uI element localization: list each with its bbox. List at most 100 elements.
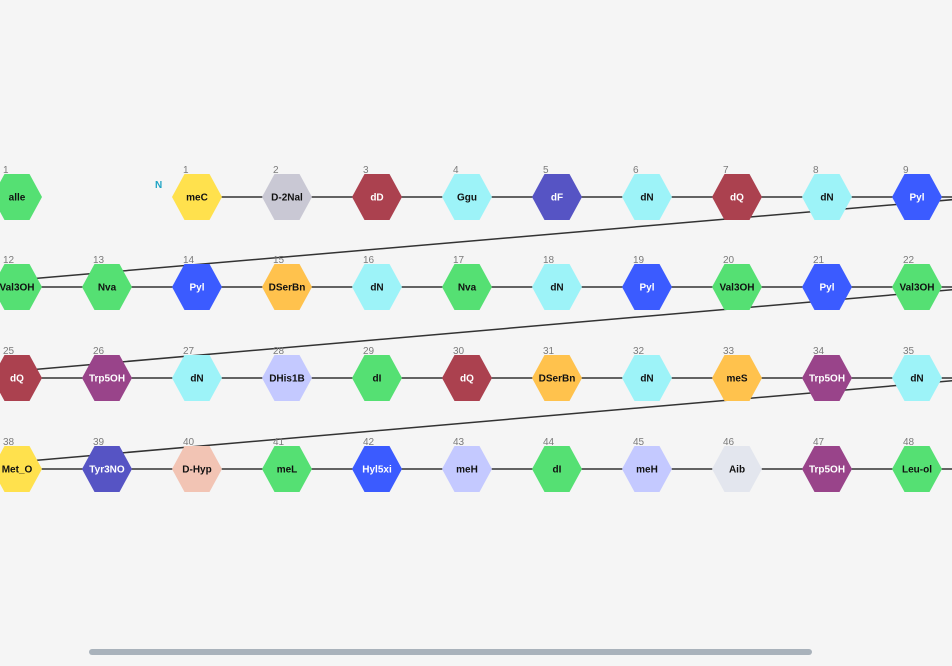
residue-hexagon bbox=[82, 446, 132, 492]
residue-number: 12 bbox=[3, 255, 15, 266]
residue-number: 7 bbox=[723, 165, 729, 176]
residue-hexagon bbox=[802, 355, 852, 401]
residue-node[interactable]: dN 18 bbox=[532, 255, 582, 310]
residue-hexagon bbox=[352, 446, 402, 492]
wrap-bond-line bbox=[16, 288, 952, 372]
residue-label: dQ bbox=[460, 374, 474, 385]
residue-number: 42 bbox=[363, 437, 375, 448]
residue-number: 5 bbox=[543, 165, 549, 176]
residue-hexagon bbox=[802, 446, 852, 492]
wrap-bond-line bbox=[16, 379, 952, 463]
residue-hexagon bbox=[532, 446, 582, 492]
residue-number: 44 bbox=[543, 437, 555, 448]
residue-label: meS bbox=[726, 374, 747, 385]
residue-hexagon bbox=[0, 446, 42, 492]
residue-number: 8 bbox=[813, 165, 819, 176]
residue-label: Trp5OH bbox=[89, 374, 125, 385]
residue-label: meC bbox=[186, 193, 208, 204]
residue-node[interactable]: Met_O38 bbox=[0, 437, 42, 492]
residue-hexagon bbox=[172, 174, 222, 220]
residue-label: dN bbox=[820, 193, 833, 204]
residue-node[interactable]: dN 8 bbox=[802, 165, 852, 220]
residue-number: 14 bbox=[183, 255, 195, 266]
residue-number: 32 bbox=[633, 346, 645, 357]
residue-node[interactable]: dN6 bbox=[622, 165, 672, 220]
residue-hexagon bbox=[262, 264, 312, 310]
residue-node[interactable]: Hyl5xi 42 bbox=[352, 437, 402, 492]
residue-hexagon bbox=[172, 264, 222, 310]
residue-label: Val3OH bbox=[719, 283, 754, 294]
wrap-bond-line bbox=[16, 198, 952, 281]
residue-node[interactable]: dD3 bbox=[352, 165, 402, 220]
residue-number: 39 bbox=[93, 437, 105, 448]
residue-number: 28 bbox=[273, 346, 285, 357]
residue-hexagon bbox=[172, 355, 222, 401]
residue-number: 47 bbox=[813, 437, 825, 448]
residue-number: 17 bbox=[453, 255, 465, 266]
residue-label: meH bbox=[636, 465, 658, 476]
residue-number: 18 bbox=[543, 255, 555, 266]
residue-node[interactable]: dF5 bbox=[532, 165, 582, 220]
residue-label: D-2Nal bbox=[271, 193, 303, 204]
residue-number: 46 bbox=[723, 437, 735, 448]
residue-number: 41 bbox=[273, 437, 285, 448]
residue-hexagon bbox=[802, 174, 852, 220]
residue-label: dN bbox=[190, 374, 203, 385]
residue-label: dN bbox=[550, 283, 563, 294]
residue-node[interactable]: dQ7 bbox=[712, 165, 762, 220]
residue-number: 25 bbox=[3, 346, 15, 357]
residue-label: DSerBn bbox=[539, 374, 576, 385]
residue-label: dN bbox=[370, 283, 383, 294]
residue-node[interactable]: meH 45 bbox=[622, 437, 672, 492]
residue-hexagon bbox=[0, 355, 42, 401]
residue-hexagon bbox=[262, 446, 312, 492]
residue-hexagon bbox=[172, 446, 222, 492]
residue-hexagon bbox=[0, 264, 42, 310]
residue-hexagon bbox=[892, 174, 942, 220]
residue-number: 4 bbox=[453, 165, 459, 176]
residue-label: Val3OH bbox=[899, 283, 934, 294]
residue-number: 45 bbox=[633, 437, 645, 448]
residue-hexagon bbox=[352, 174, 402, 220]
residue-hexagon bbox=[892, 355, 942, 401]
residue-label: dN bbox=[910, 374, 923, 385]
residue-label: Hyl5xi bbox=[362, 465, 392, 476]
horizontal-scrollbar[interactable] bbox=[89, 649, 812, 655]
residue-hexagon bbox=[892, 264, 942, 310]
residue-hexagon bbox=[0, 174, 42, 220]
